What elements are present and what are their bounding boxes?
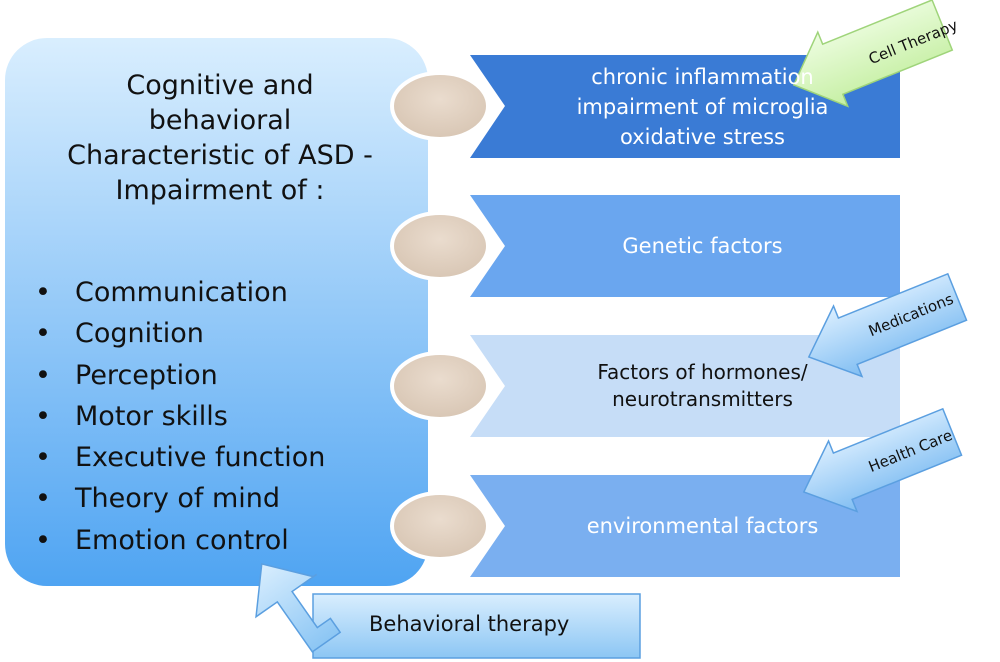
factor-text-hormones: Factors of hormones/ neurotransmitters xyxy=(505,335,900,437)
list-item: Motor skills xyxy=(35,396,325,438)
factor-line: chronic inflammation xyxy=(591,64,814,89)
behavioral-therapy-arrow xyxy=(255,563,641,659)
factor-line: oxidative stress xyxy=(620,124,785,149)
behavioral-therapy-label: Behavioral therapy xyxy=(369,612,570,636)
list-item: Perception xyxy=(35,355,325,397)
factor-text-genetic: Genetic factors xyxy=(505,195,900,297)
list-item: Communication xyxy=(35,272,325,314)
factor-line: neurotransmitters xyxy=(612,387,793,411)
factor-box-environmental xyxy=(470,475,900,577)
connector-oval-4 xyxy=(390,491,490,561)
factor-box-genetic xyxy=(470,195,900,297)
factor-box-inflammation xyxy=(470,55,900,158)
health-care-arrow xyxy=(802,407,963,513)
heading-line-1: Cognitive and xyxy=(126,70,314,101)
factor-text-environmental: environmental factors xyxy=(505,475,900,577)
connector-oval-2 xyxy=(390,211,490,281)
list-item: Theory of mind xyxy=(35,478,325,520)
factor-line: impairment of microglia xyxy=(576,94,829,119)
heading-line-4: Impairment of : xyxy=(115,175,325,206)
connector-oval-1 xyxy=(390,71,490,141)
factor-line: Factors of hormones/ xyxy=(597,360,808,384)
cell-therapy-arrow xyxy=(792,0,954,108)
factor-line: Genetic factors xyxy=(622,234,783,258)
factor-text-inflammation: chronic inflammation impairment of micro… xyxy=(505,55,900,158)
impairment-list: Communication Cognition Perception Motor… xyxy=(35,272,325,561)
heading-line-3: Characteristic of ASD - xyxy=(67,140,373,171)
heading-line-2: behavioral xyxy=(148,105,292,136)
main-box-heading: Cognitive and behavioral Characteristic … xyxy=(30,68,410,208)
connector-oval-3 xyxy=(390,351,490,421)
list-item: Executive function xyxy=(35,437,325,479)
factor-box-hormones xyxy=(470,335,900,437)
list-item: Emotion control xyxy=(35,520,325,562)
list-item: Cognition xyxy=(35,313,325,355)
factor-line: environmental factors xyxy=(586,514,819,538)
medications-arrow xyxy=(807,272,968,378)
